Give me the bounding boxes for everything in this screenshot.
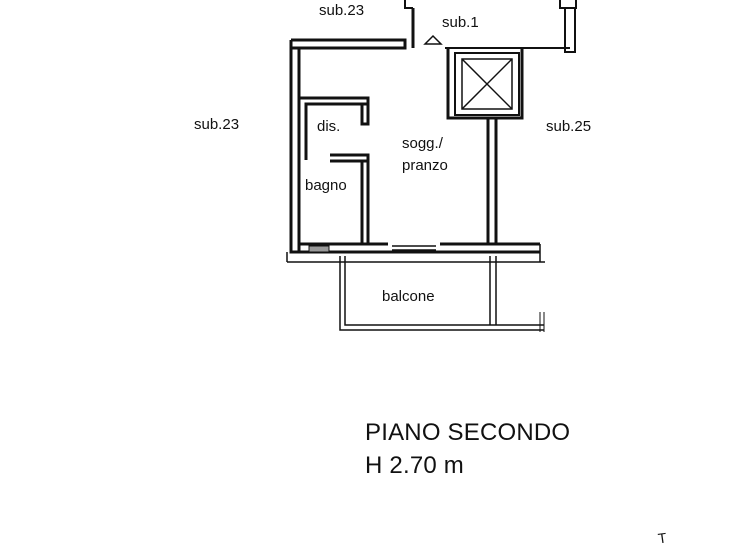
bottom-wall <box>291 242 540 254</box>
elevator-shaft <box>454 52 520 116</box>
label-soggiorno-2: pranzo <box>402 157 448 174</box>
floor-title: PIANO SECONDO <box>365 419 571 446</box>
label-sub1: sub.1 <box>442 14 479 31</box>
bagno-wall-top <box>330 153 370 163</box>
entrance-door <box>423 34 443 45</box>
label-bagno: bagno <box>305 177 347 194</box>
corner-mark: T <box>656 529 668 547</box>
bagno-wall-right <box>360 161 370 246</box>
window-soggiorno <box>392 245 436 251</box>
dis-wall-right <box>360 104 370 126</box>
outer-wall-top-left <box>291 38 407 50</box>
ceiling-height: H 2.70 m <box>365 452 464 479</box>
label-sub25: sub.25 <box>546 118 592 135</box>
label-dis: dis. <box>317 118 341 135</box>
outer-wall-left <box>289 40 301 254</box>
label-sub23-top: sub.23 <box>319 2 365 19</box>
right-wall-living <box>486 118 498 246</box>
window-bagno <box>308 245 330 253</box>
balcony-outline <box>339 256 544 331</box>
top-wall-fragment <box>404 0 577 9</box>
label-sub23-left: sub.23 <box>194 116 240 133</box>
label-soggiorno-1: sogg./ <box>402 135 443 152</box>
label-balcone: balcone <box>382 288 435 305</box>
sub1-right-wall <box>564 8 576 53</box>
